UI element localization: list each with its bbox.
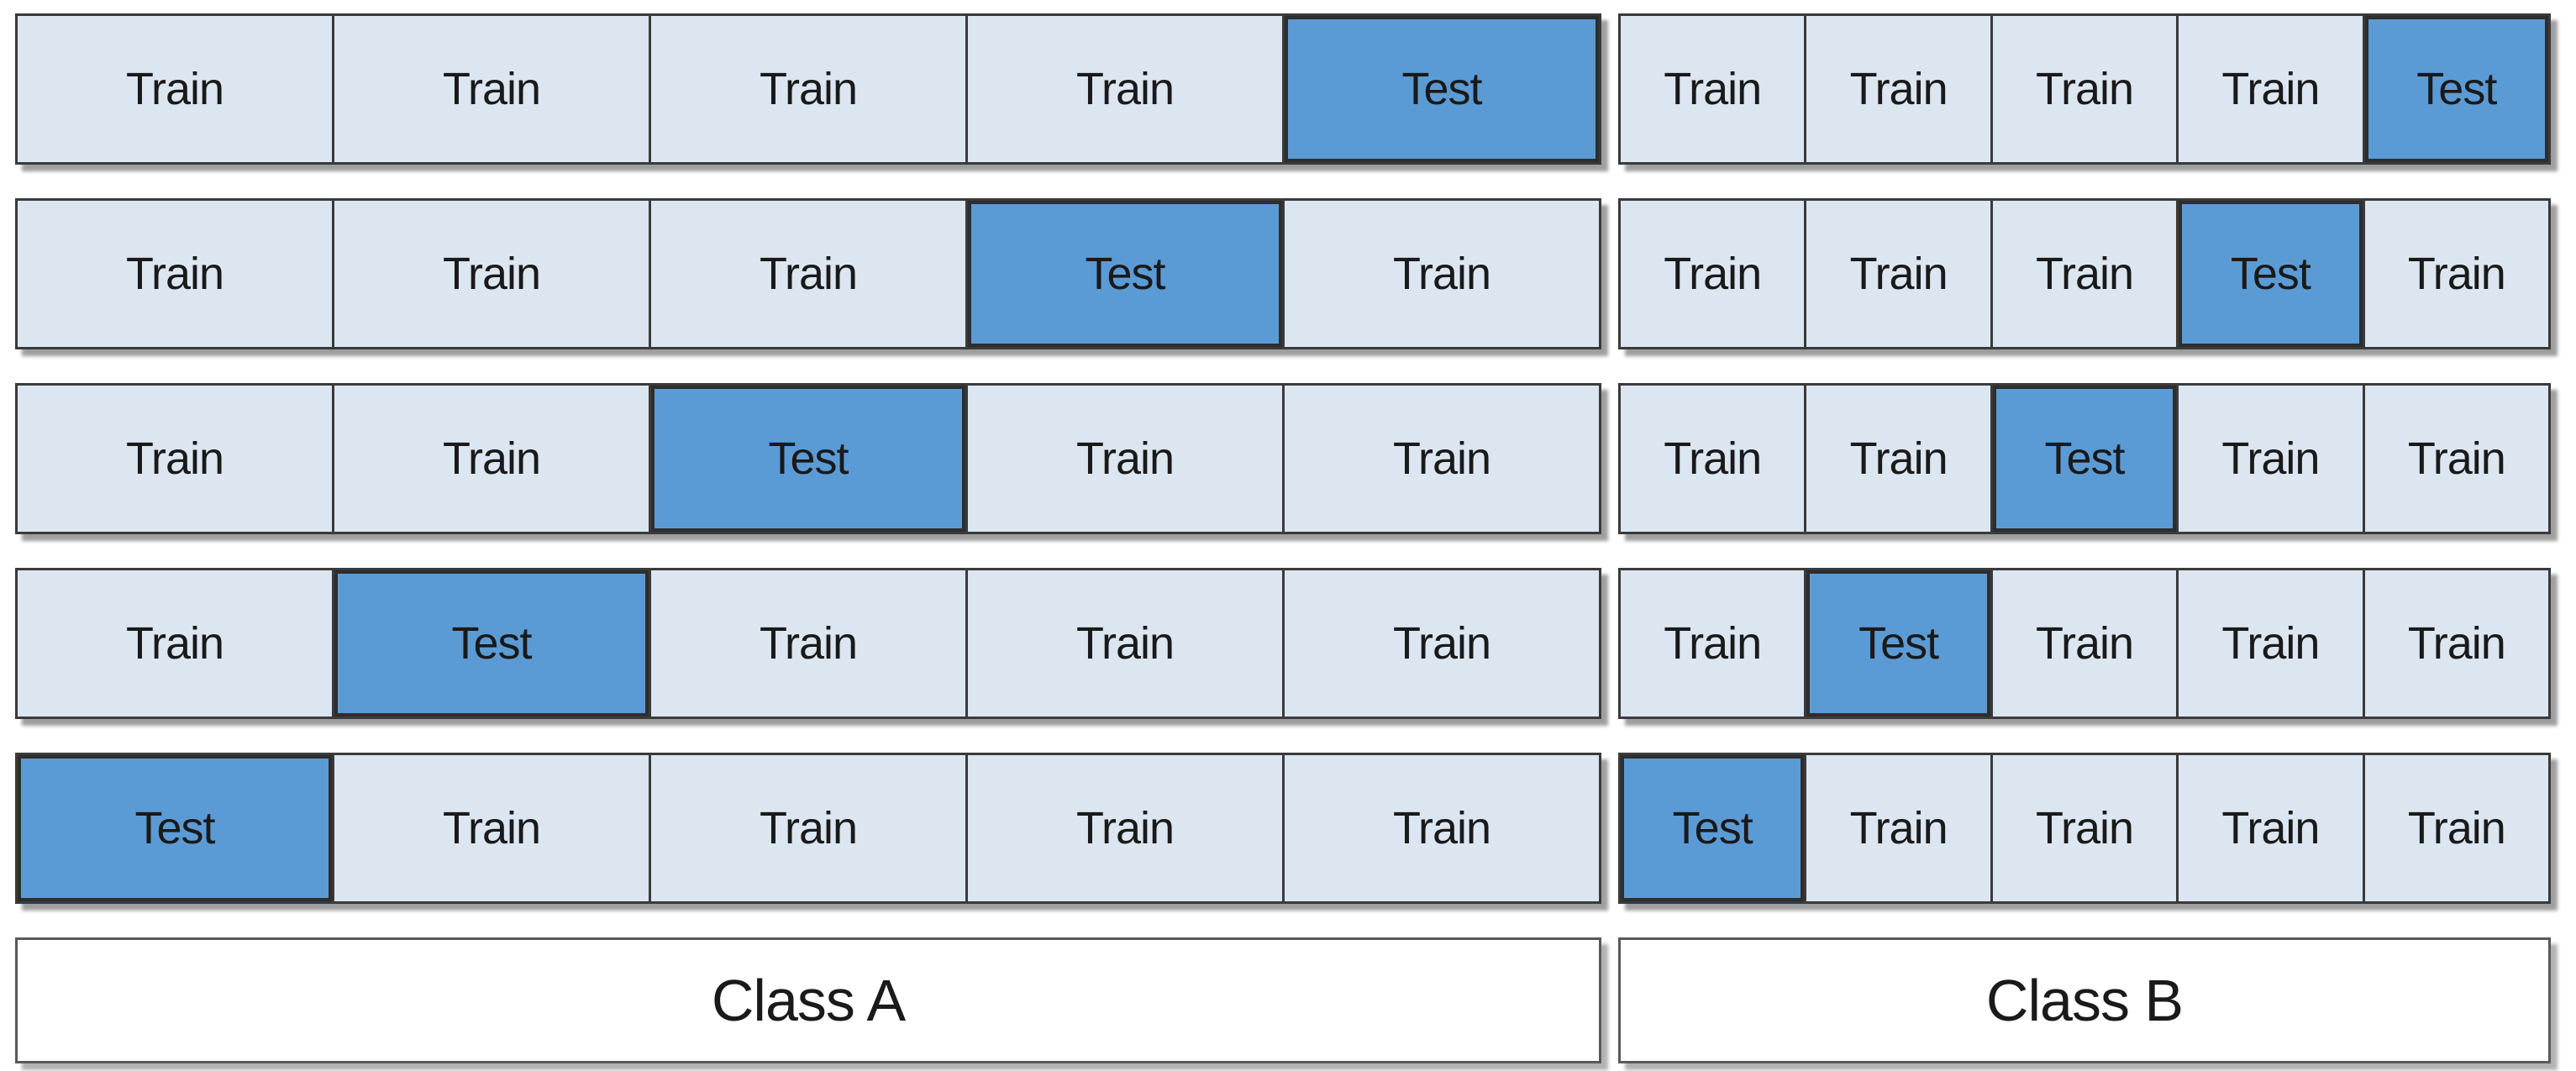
train-cell: Train <box>1282 386 1599 532</box>
train-cell: Train <box>1804 386 1990 532</box>
train-cell: Train <box>332 386 649 532</box>
test-cell: Test <box>2176 201 2363 347</box>
train-cell: Train <box>1621 386 1805 532</box>
train-cell: Train <box>332 755 649 901</box>
test-cell: Test <box>1621 755 1805 901</box>
train-cell: Train <box>2176 16 2363 162</box>
train-cell: Train <box>965 570 1282 717</box>
train-cell: Train <box>1621 570 1805 717</box>
class-a-label: Class A <box>711 968 906 1033</box>
train-cell: Train <box>2176 386 2363 532</box>
test-cell: Test <box>18 755 332 901</box>
test-cell: Test <box>649 386 965 532</box>
class-b-label: Class B <box>1985 968 2184 1033</box>
train-cell: Train <box>1990 201 2177 347</box>
train-cell: Train <box>1282 201 1599 347</box>
train-cell: Train <box>1990 16 2177 162</box>
train-cell: Train <box>2362 755 2549 901</box>
train-cell: Train <box>965 386 1282 532</box>
train-cell: Train <box>1282 570 1599 717</box>
class-a-label-box: Class A <box>15 937 1601 1063</box>
train-cell: Train <box>1621 16 1805 162</box>
train-cell: Train <box>18 16 332 162</box>
test-cell: Test <box>965 201 1282 347</box>
train-cell: Train <box>649 755 965 901</box>
train-cell: Train <box>2362 386 2549 532</box>
test-cell: Test <box>1282 16 1599 162</box>
train-cell: Train <box>18 201 332 347</box>
train-cell: Train <box>18 570 332 717</box>
test-cell: Test <box>332 570 649 717</box>
train-cell: Train <box>1990 755 2177 901</box>
test-cell: Test <box>2362 16 2549 162</box>
train-cell: Train <box>1804 755 1990 901</box>
train-cell: Train <box>965 16 1282 162</box>
test-cell: Test <box>1804 570 1990 717</box>
train-cell: Train <box>2176 570 2363 717</box>
train-cell: Train <box>649 570 965 717</box>
train-cell: Train <box>2176 755 2363 901</box>
train-cell: Train <box>649 201 965 347</box>
train-cell: Train <box>1282 755 1599 901</box>
train-cell: Train <box>1804 16 1990 162</box>
train-cell: Train <box>332 201 649 347</box>
train-cell: Train <box>1804 201 1990 347</box>
train-cell: Train <box>1990 570 2177 717</box>
train-cell: Train <box>332 16 649 162</box>
train-cell: Train <box>18 386 332 532</box>
train-cell: Train <box>965 755 1282 901</box>
train-cell: Train <box>2362 570 2549 717</box>
train-cell: Train <box>1621 201 1805 347</box>
train-cell: Train <box>649 16 965 162</box>
train-cell: Train <box>2362 201 2549 347</box>
class-b-label-box: Class B <box>1618 937 2551 1063</box>
test-cell: Test <box>1990 386 2177 532</box>
